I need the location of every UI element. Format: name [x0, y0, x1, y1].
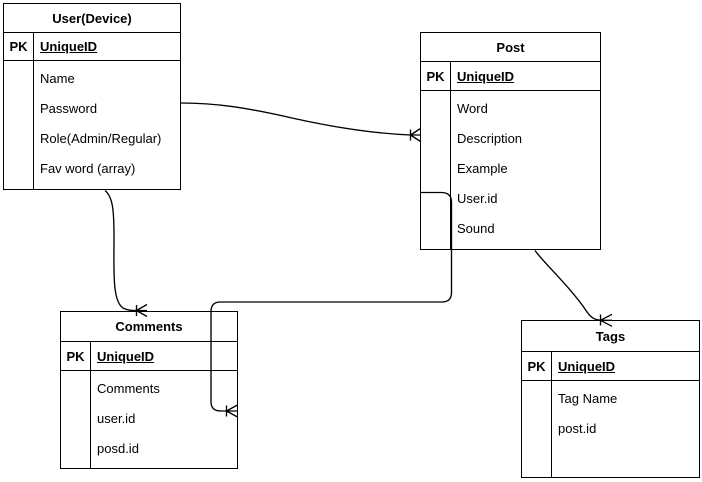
pk-column-spacer	[61, 371, 91, 468]
field-description: Description	[457, 130, 523, 146]
connector-post-comments	[210, 191, 453, 418]
pk-column-spacer	[4, 61, 34, 189]
entity-table-user-device: User(Device) PK UniqueID Name Password R…	[3, 3, 181, 190]
pk-label: PK	[522, 352, 552, 380]
pk-row: PK UniqueID	[522, 352, 699, 381]
pk-column-spacer	[522, 381, 552, 477]
pk-field-uniqueid: UniqueID	[457, 68, 515, 84]
field-fav-word: Fav word (array)	[40, 160, 136, 176]
field-tag-name: Tag Name	[558, 390, 618, 406]
pk-row: PK UniqueID	[61, 342, 237, 371]
pk-label: PK	[61, 342, 91, 370]
connector-user-post	[180, 102, 421, 143]
field-user-id: User.id	[457, 190, 498, 206]
connector-line	[534, 250, 601, 321]
entity-table-tags: Tags PK UniqueID Tag Name post.id	[521, 320, 700, 478]
field-word: Word	[457, 100, 488, 116]
crows-foot-many-icon	[409, 127, 421, 143]
entity-table-comments: Comments PK UniqueID Comments user.id po…	[60, 311, 238, 469]
pk-label: PK	[4, 33, 34, 60]
pk-field-uniqueid: UniqueID	[97, 348, 155, 364]
field-example: Example	[457, 160, 508, 176]
connector-line	[104, 189, 137, 312]
pk-column-spacer	[421, 91, 451, 249]
field-comments: Comments	[97, 380, 160, 396]
pk-row: PK UniqueID	[421, 62, 600, 91]
connector-user-comments	[104, 189, 148, 318]
entity-title: User(Device)	[4, 4, 180, 33]
connector-line	[180, 102, 411, 136]
pk-label: PK	[421, 62, 451, 90]
field-user-id: user.id	[97, 410, 136, 426]
field-sound: Sound	[457, 220, 495, 236]
entity-title: Post	[421, 33, 600, 62]
field-name: Name	[40, 70, 75, 86]
entity-title: Tags	[522, 321, 699, 352]
pk-field-uniqueid: UniqueID	[558, 358, 616, 374]
pk-field-uniqueid: UniqueID	[40, 39, 98, 54]
entity-table-post: Post PK UniqueID Word Description Exampl…	[420, 32, 601, 250]
field-password: Password	[40, 100, 98, 116]
connector-line	[210, 191, 453, 412]
pk-row: PK UniqueID	[4, 33, 180, 61]
entity-title: Comments	[61, 312, 237, 342]
field-post-id: post.id	[558, 420, 597, 436]
field-posd-id: posd.id	[97, 440, 139, 456]
field-role: Role(Admin/Regular)	[40, 130, 162, 146]
connector-post-tags	[534, 250, 613, 327]
